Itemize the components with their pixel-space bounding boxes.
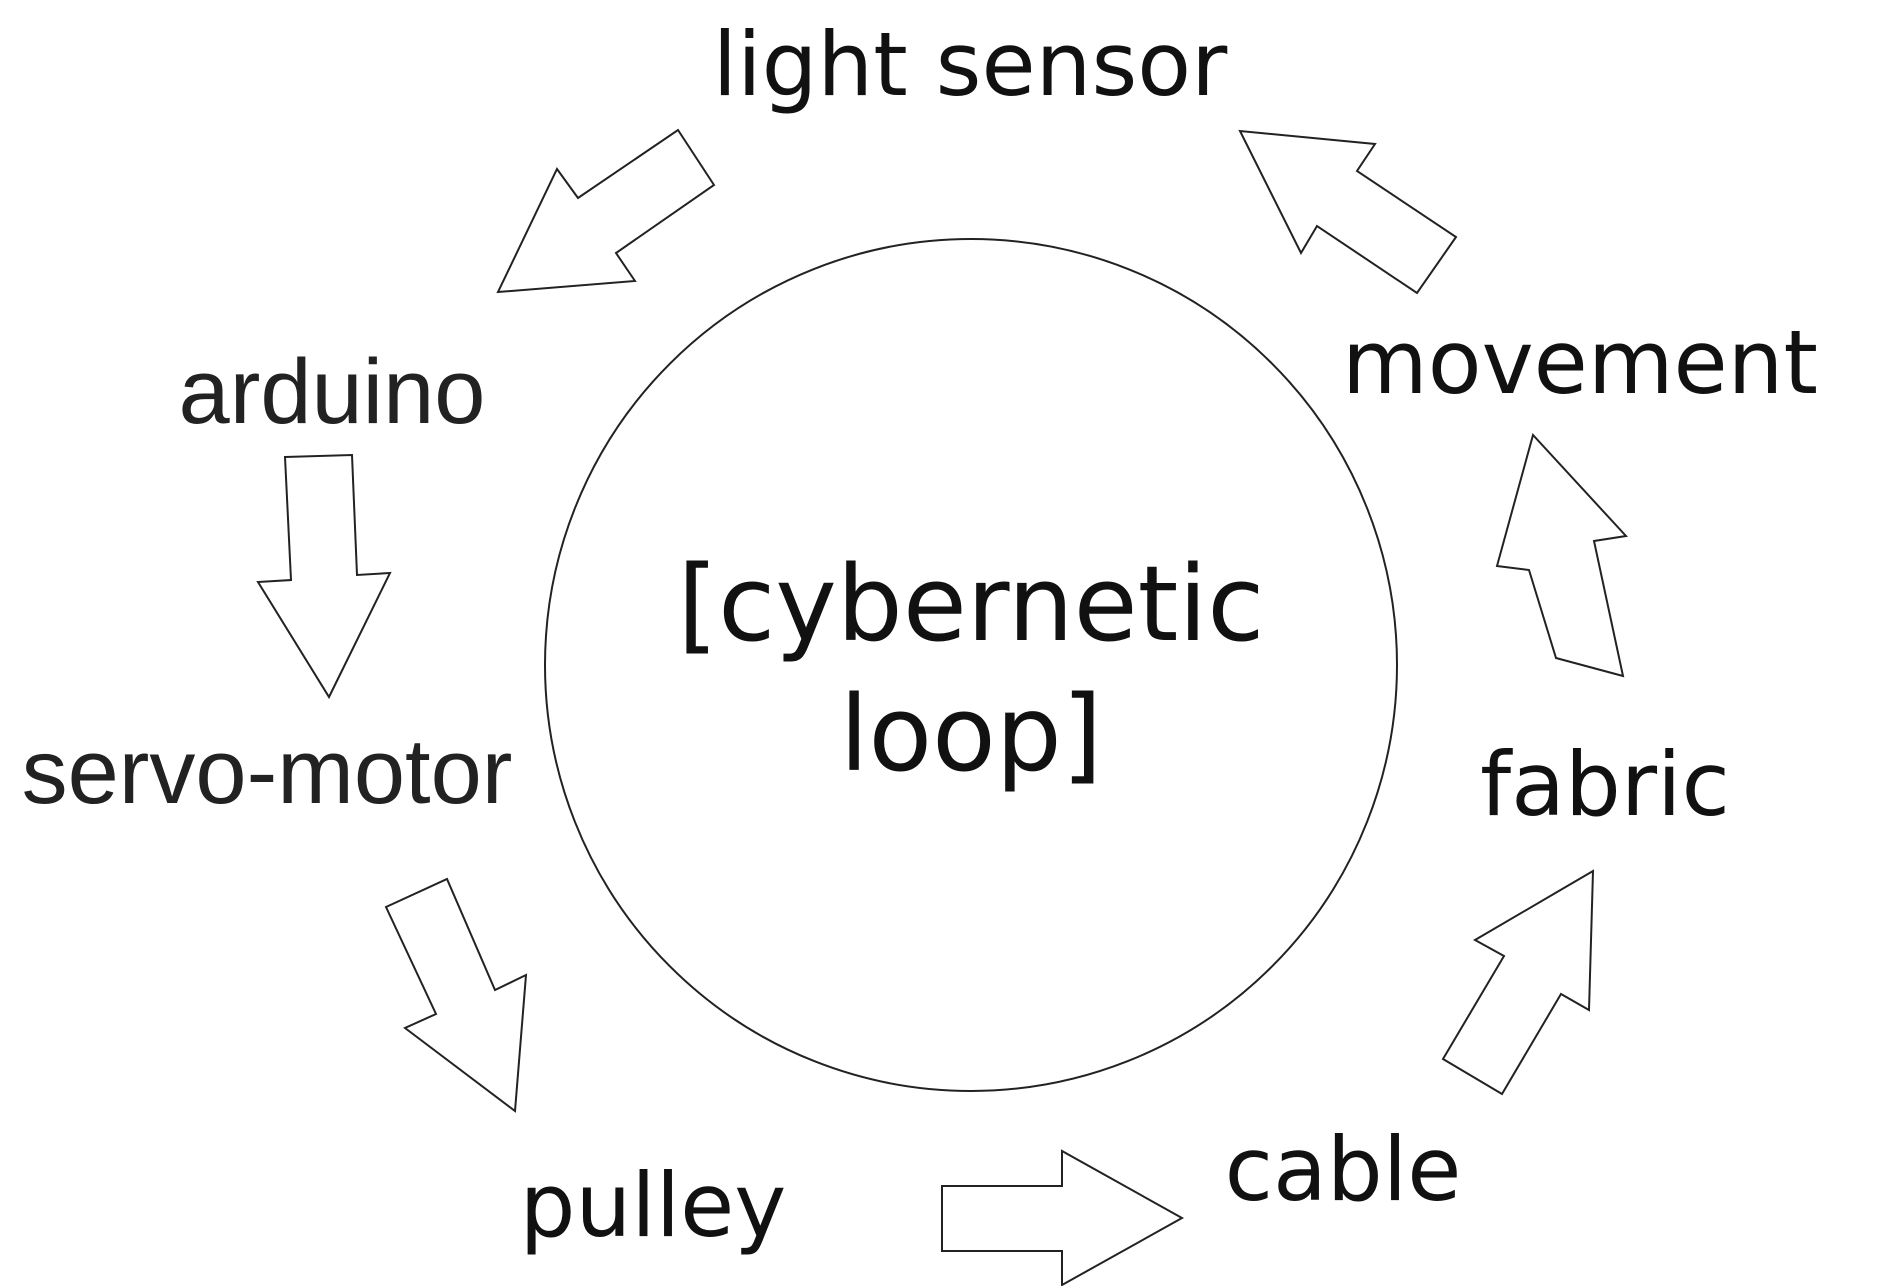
arrow-cable-to-fabric <box>1441 869 1595 1096</box>
center-label-line-2: loop] <box>840 673 1103 795</box>
loop-circle <box>544 238 1398 1092</box>
arrow-pulley-to-cable <box>941 1149 1185 1286</box>
node-pulley: pulley <box>520 1154 787 1257</box>
center-label-line-1: [cybernetic <box>678 543 1265 665</box>
node-light-sensor: light sensor <box>713 13 1228 116</box>
arrow-servo-motor-to-pulley <box>384 877 528 1113</box>
node-arduino: arduino <box>179 341 486 443</box>
arrow-fabric-to-movement <box>1495 432 1629 678</box>
node-cable: cable <box>1225 1118 1462 1221</box>
arrow-movement-to-light-sensor <box>1238 129 1458 295</box>
node-fabric: fabric <box>1480 733 1730 836</box>
arrow-arduino-to-servo-motor <box>256 453 392 700</box>
arrow-light-sensor-to-arduino <box>496 128 716 294</box>
node-movement: movement <box>1342 311 1818 414</box>
node-servo-motor: servo-motor <box>22 721 513 823</box>
